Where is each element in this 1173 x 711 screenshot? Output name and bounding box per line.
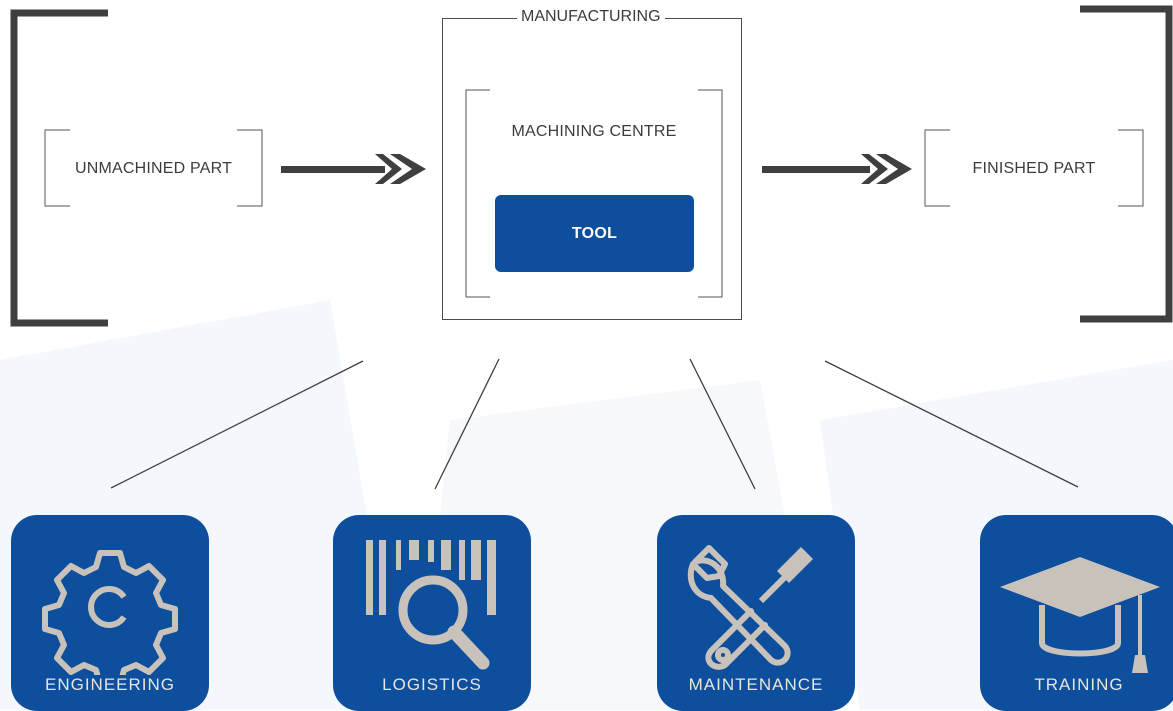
flow-arrows xyxy=(281,154,912,184)
connector-lines xyxy=(110,358,1079,490)
finished-part-label: FINISHED PART xyxy=(972,160,1096,177)
machining-centre-box xyxy=(465,89,723,298)
machining-centre-label: MACHINING CENTRE xyxy=(511,123,677,140)
engineering-label: ENGINEERING xyxy=(44,675,176,694)
unmachined-part-label: UNMACHINED PART xyxy=(74,160,233,177)
arrow-right-icon xyxy=(281,154,426,184)
graduation-cap-icon xyxy=(1000,557,1160,673)
outer-brackets xyxy=(10,5,1173,327)
gear-icon xyxy=(42,550,178,675)
training-label: TRAINING xyxy=(1034,675,1124,694)
maintenance-tile[interactable]: MAINTENANCE xyxy=(657,515,855,711)
unmachined-part-box xyxy=(44,129,1144,207)
logistics-tile[interactable]: LOGISTICS xyxy=(333,515,531,711)
logistics-label: LOGISTICS xyxy=(382,675,482,694)
arrow-right-icon xyxy=(762,154,912,184)
engineering-tile[interactable]: ENGINEERING xyxy=(11,515,209,711)
wrench-screwdriver-icon xyxy=(687,545,813,670)
maintenance-label: MAINTENANCE xyxy=(688,675,824,694)
manufacturing-title: MANUFACTURING xyxy=(517,8,665,26)
barcode-search-icon xyxy=(366,540,496,670)
tool-button[interactable]: TOOL xyxy=(495,195,694,272)
training-tile[interactable]: TRAINING xyxy=(980,515,1173,711)
